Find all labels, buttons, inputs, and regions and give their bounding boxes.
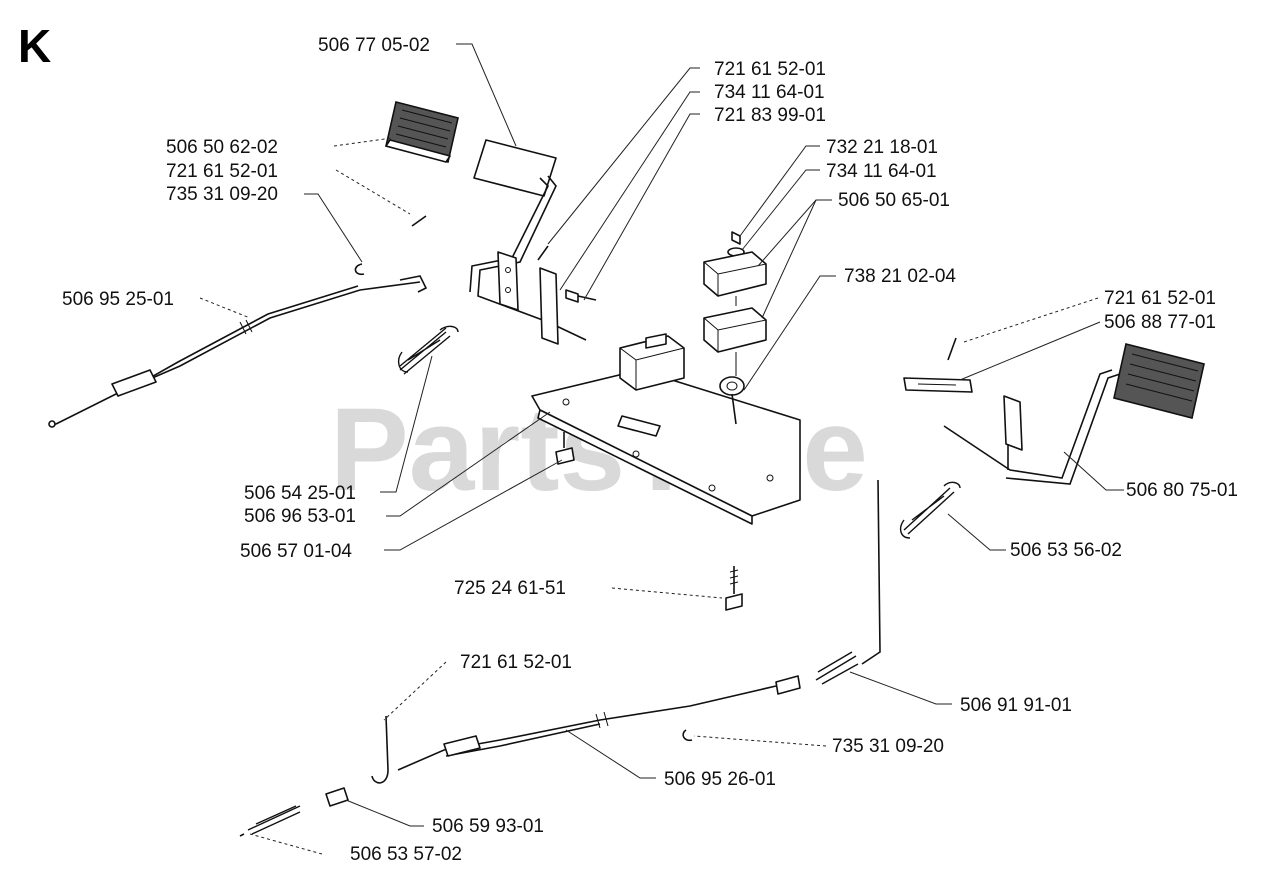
part-label: 721 61 52-01 xyxy=(166,161,278,182)
part-label: 506 77 05-02 xyxy=(318,35,430,56)
part-label: 506 95 25-01 xyxy=(62,289,174,310)
drawing-screws xyxy=(555,432,743,611)
drawing-left-spring xyxy=(397,325,459,375)
drawing-left-pedal-assembly xyxy=(354,101,597,345)
part-label: 734 11 64-01 xyxy=(714,82,825,103)
part-label: 506 53 56-02 xyxy=(1010,540,1122,561)
part-labels: 506 77 05-02 721 61 52-01 734 11 64-01 7… xyxy=(62,35,1238,865)
part-label: 721 61 52-01 xyxy=(714,59,826,80)
part-label: 725 24 61-51 xyxy=(454,578,566,599)
drawing-base-plate xyxy=(531,333,801,525)
part-label: 506 91 91-01 xyxy=(960,695,1072,716)
leader-lines xyxy=(199,43,1124,855)
part-label: 721 61 52-01 xyxy=(460,652,572,673)
drawing-lower-cable xyxy=(239,479,881,837)
part-label: 738 21 02-04 xyxy=(844,266,956,287)
part-label: 734 11 64-01 xyxy=(826,161,937,182)
part-label: 506 96 53-01 xyxy=(244,506,356,527)
part-label: 732 21 18-01 xyxy=(826,137,938,158)
drawing-clamp-blocks xyxy=(703,231,767,376)
part-label: 506 88 77-01 xyxy=(1104,312,1216,333)
part-label: 721 83 99-01 xyxy=(714,105,826,126)
part-label: 721 61 52-01 xyxy=(1104,288,1216,309)
drawing-upper-cable xyxy=(48,275,428,428)
part-label: 506 50 62-02 xyxy=(166,137,278,158)
part-label: 506 53 57-02 xyxy=(350,844,462,865)
part-label: 506 57 01-04 xyxy=(240,541,352,562)
part-label: 506 54 25-01 xyxy=(244,483,356,504)
drawing-right-pedal-assembly xyxy=(899,337,1205,539)
section-letter: K xyxy=(18,20,51,72)
part-label: 506 95 26-01 xyxy=(664,769,776,790)
part-label: 735 31 09-20 xyxy=(832,736,944,757)
part-label: 506 50 65-01 xyxy=(838,190,950,211)
part-label: 506 80 75-01 xyxy=(1126,480,1238,501)
part-label: 735 31 09-20 xyxy=(166,184,278,205)
part-label: 506 59 93-01 xyxy=(432,816,544,837)
